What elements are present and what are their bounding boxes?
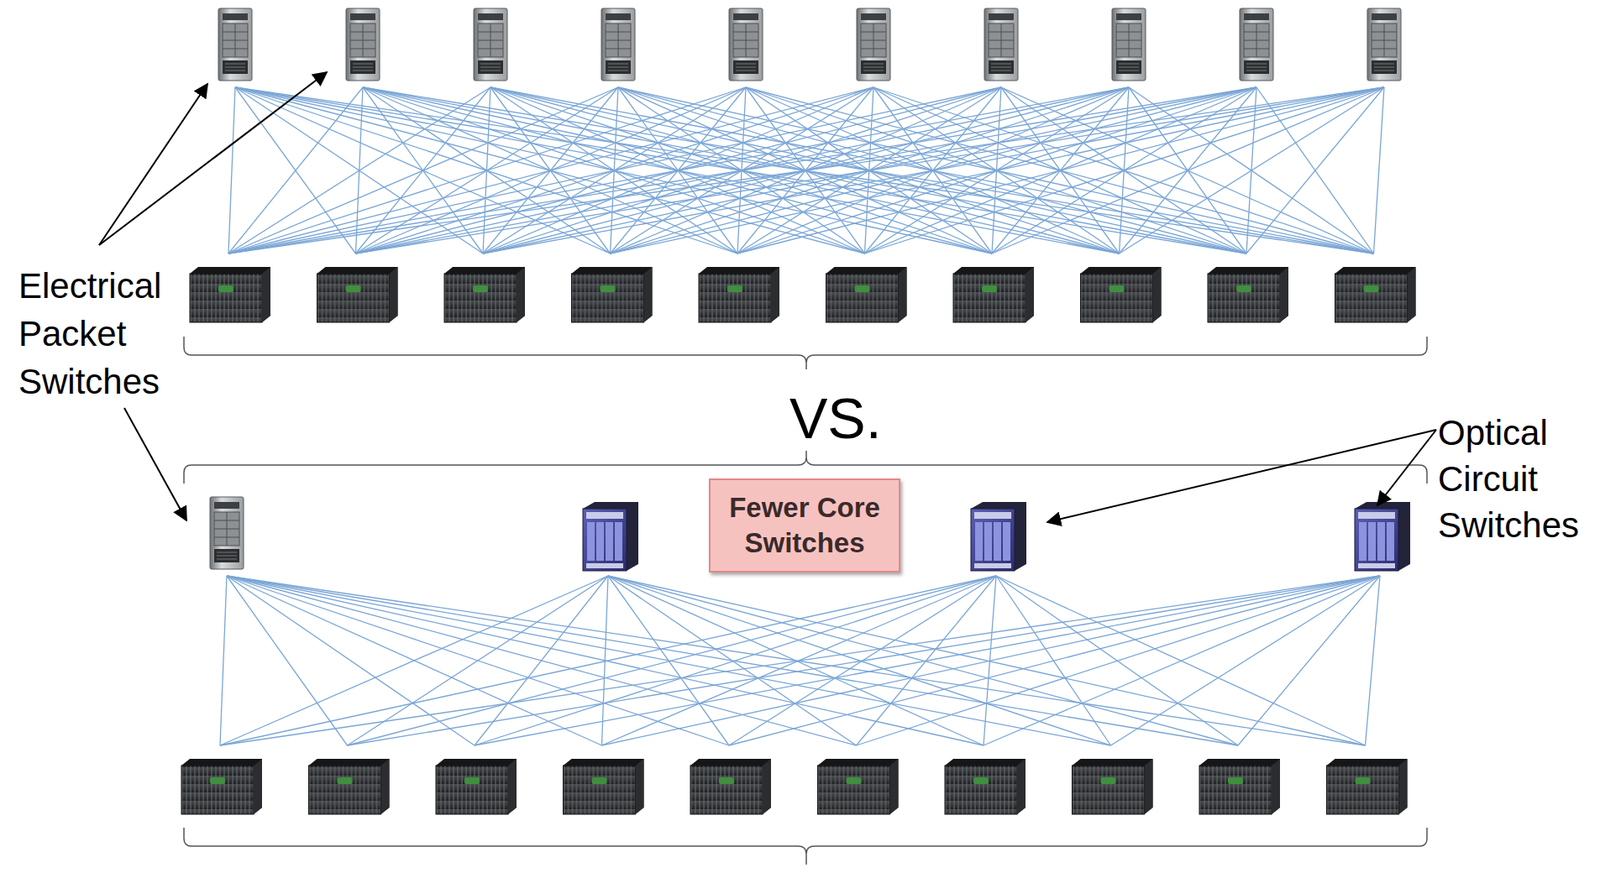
link-line	[983, 576, 1380, 746]
link-line	[220, 576, 227, 746]
server-container	[1335, 267, 1417, 323]
link-line	[610, 87, 1385, 254]
link-line	[474, 576, 1380, 746]
link-line	[1365, 576, 1381, 746]
link-line	[608, 576, 730, 746]
link-line	[226, 576, 857, 746]
server-container	[953, 267, 1034, 323]
link-line	[347, 576, 997, 746]
leader-line	[99, 72, 327, 246]
electrical-packet-switch	[209, 497, 244, 570]
link-line	[347, 576, 609, 746]
server-container	[444, 267, 525, 323]
link-line	[474, 576, 997, 746]
server-container	[189, 267, 271, 323]
server-container	[944, 759, 1026, 815]
optical-circuit-switch	[970, 502, 1027, 572]
electrical-packet-switch	[729, 8, 763, 81]
electrical-packet-switch	[1112, 8, 1146, 81]
electrical-packet-switch	[856, 8, 891, 81]
link-line	[226, 576, 1239, 746]
link-line	[220, 576, 609, 746]
server-container	[818, 759, 899, 815]
equipment-icons	[181, 8, 1417, 815]
link-line	[356, 87, 1385, 254]
link-line	[1111, 576, 1381, 746]
server-container	[571, 267, 653, 323]
electrical-packet-switch	[473, 8, 508, 81]
server-container	[181, 759, 263, 815]
server-container	[563, 759, 645, 815]
link-line	[1374, 87, 1385, 254]
leader-line	[1047, 430, 1437, 523]
link-mesh	[220, 87, 1385, 746]
server-container	[690, 759, 772, 815]
link-line	[347, 576, 1381, 746]
link-line	[482, 87, 1385, 254]
optical-circuit-switch	[582, 502, 639, 572]
link-line	[226, 576, 730, 746]
callout-text: Fewer Core Switches	[718, 490, 891, 562]
leader-line	[124, 408, 187, 521]
server-container	[1080, 267, 1162, 323]
leader-line	[1377, 430, 1437, 506]
server-container	[317, 267, 399, 323]
link-line	[226, 576, 475, 746]
server-container	[435, 759, 517, 815]
server-container	[1327, 759, 1408, 815]
group-brackets	[183, 336, 1427, 866]
optical-circuit-switch	[1354, 502, 1411, 572]
link-line	[228, 87, 1257, 254]
link-line	[608, 576, 857, 746]
electrical-packet-switch	[1239, 8, 1274, 81]
server-container	[1207, 267, 1289, 323]
link-line	[474, 576, 609, 746]
electrical-packet-switch	[346, 8, 380, 81]
link-line	[737, 87, 1385, 254]
link-line	[226, 576, 984, 746]
link-line	[226, 576, 348, 746]
electrical-packet-switch	[601, 8, 635, 81]
electrical-packet-switch	[218, 8, 252, 81]
link-line	[1238, 576, 1380, 746]
part-label: Electrical Packet Switches	[18, 262, 179, 406]
electrical-packet-switch	[984, 8, 1018, 81]
server-container	[309, 759, 390, 815]
server-container	[1199, 759, 1280, 815]
bracket	[183, 828, 1427, 866]
electrical-packet-switch	[1367, 8, 1401, 81]
comparison-label: VS.	[784, 386, 887, 451]
link-line	[865, 87, 1385, 254]
leader-line	[99, 83, 208, 246]
leader-lines	[99, 72, 1437, 523]
link-line	[856, 576, 1381, 746]
link-line	[608, 576, 1366, 746]
link-line	[228, 87, 1002, 254]
callout-box: Fewer Core Switches	[708, 478, 901, 573]
link-line	[228, 87, 1385, 254]
link-line	[608, 576, 1239, 746]
link-line	[228, 87, 1129, 254]
part-label: Optical Circuit Switches	[1437, 409, 1596, 549]
link-line	[602, 576, 1381, 746]
link-line	[1246, 87, 1385, 254]
link-line	[991, 87, 1385, 254]
server-container	[1072, 759, 1154, 815]
bracket	[183, 336, 1427, 370]
link-line	[1119, 87, 1385, 254]
server-container	[826, 267, 908, 323]
link-line	[729, 576, 1380, 746]
link-line	[220, 576, 1380, 746]
link-line	[228, 87, 236, 254]
server-container	[698, 267, 780, 323]
link-line	[226, 576, 1112, 746]
link-line	[608, 576, 1112, 746]
